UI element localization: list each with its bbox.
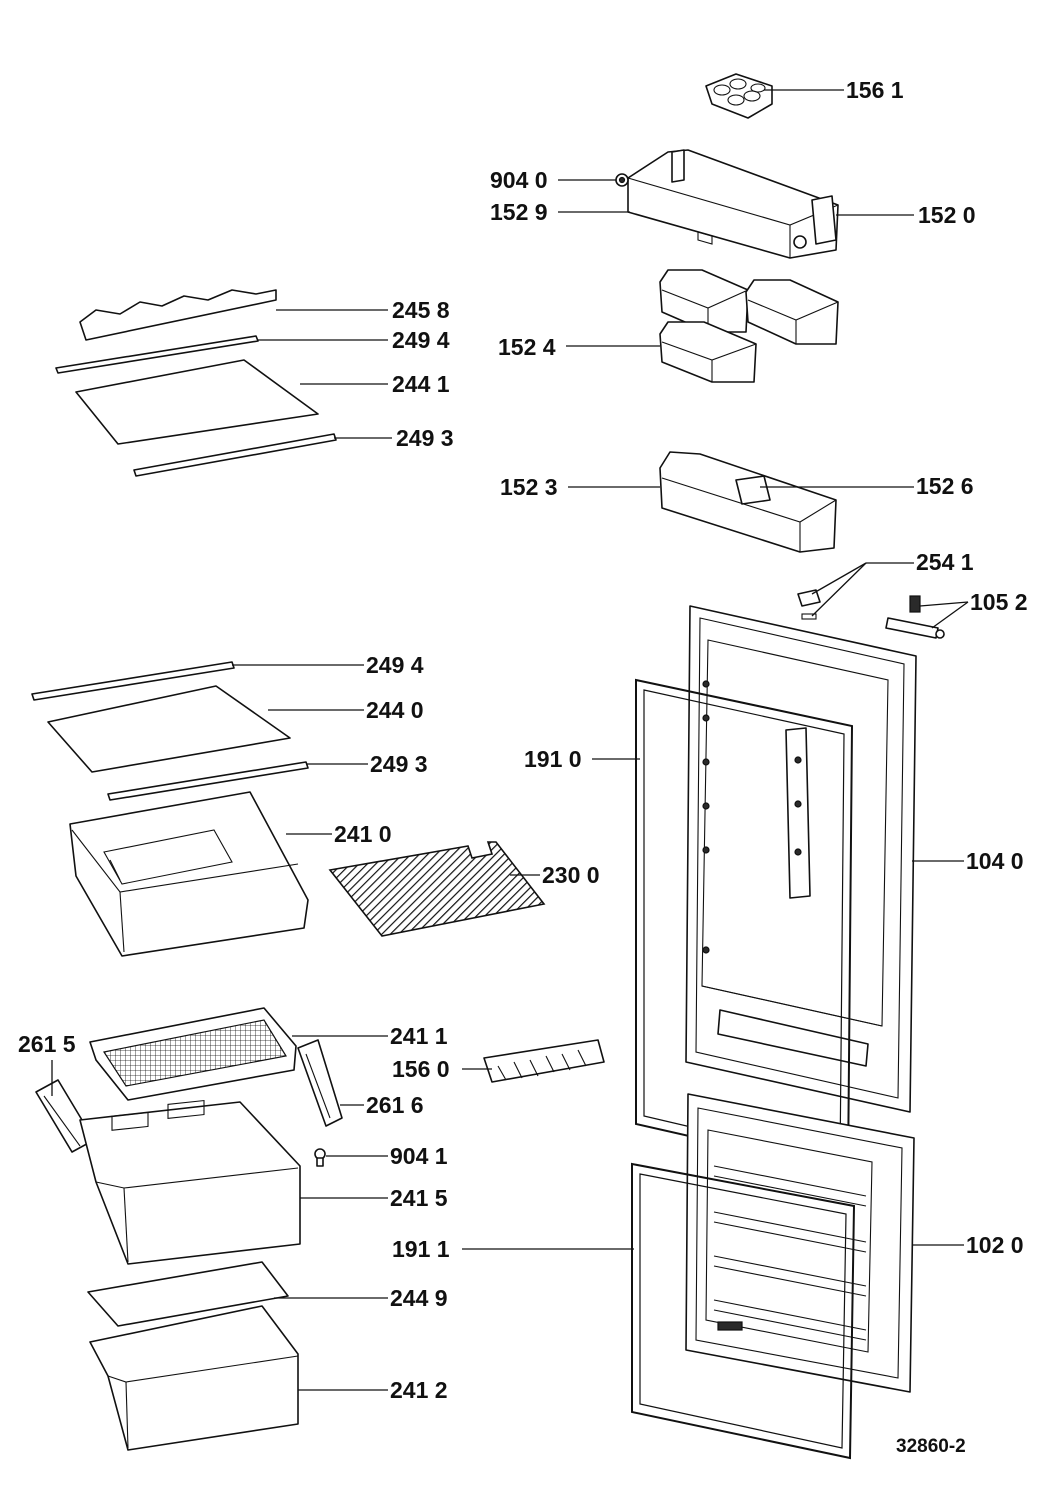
balcony-hinge-pin [615,173,807,249]
callout-261-5: 261 5 [18,1031,76,1057]
callout-104-0: 104 0 [966,848,1024,874]
callout-230-0: 230 0 [542,862,600,888]
freezer-drawer-upper [79,1099,301,1265]
callout-249-4-upper: 249 4 [392,327,450,353]
upper-balcony [627,149,839,259]
callout-191-1: 191 1 [392,1236,450,1262]
shelf-rear-frame [79,289,277,341]
callout-244-1: 244 1 [392,371,450,397]
callout-156-0: 156 0 [392,1056,450,1082]
shelf-back-trim [55,335,259,374]
freezer-drawer-lower [89,1305,299,1451]
callout-244-0: 244 0 [366,697,424,723]
freezer-door [685,1093,915,1393]
door-stop-part [797,589,821,620]
freezer-door-gasket [631,1162,856,1460]
hinge-cover-part [885,595,945,639]
callout-254-1: 254 1 [916,549,974,575]
leader-lines [51,89,969,1391]
shelf-front-trim-mid [107,761,309,801]
callout-156-1: 156 1 [846,77,904,103]
shelf-back-trim-mid [31,661,235,701]
callout-152-6: 152 6 [916,473,974,499]
small-balcony-right [745,279,839,345]
bottle-balcony [659,451,837,553]
callout-152-3: 152 3 [500,474,558,500]
freezer-tray-small [483,1039,605,1083]
callout-241-5: 241 5 [390,1185,448,1211]
freezer-top-tray [89,1007,297,1101]
callout-241-1: 241 1 [390,1023,448,1049]
callout-249-4-middle: 249 4 [366,652,424,678]
fridge-door [685,605,917,1113]
callout-241-2: 241 2 [390,1377,448,1403]
callout-102-0: 102 0 [966,1232,1024,1258]
callout-152-9: 152 9 [490,199,548,225]
crisper-drawer [69,791,309,957]
callout-241-0: 241 0 [334,821,392,847]
callout-244-9: 244 9 [390,1285,448,1311]
callout-904-1: 904 1 [390,1143,448,1169]
callout-105-2: 105 2 [970,589,1028,615]
callout-152-0: 152 0 [918,202,976,228]
callout-152-4: 152 4 [498,334,556,360]
shelf-front-trim-upper [133,433,337,477]
glass-shelf-upper [75,359,319,445]
crisper-vented-cover [328,841,546,937]
callout-904-0: 904 0 [490,167,548,193]
callout-245-8: 245 8 [392,297,450,323]
drawer-stop-knob [314,1148,326,1167]
callout-191-0: 191 0 [524,746,582,772]
drawing-reference-code: 32860-2 [896,1436,966,1457]
freezer-glass-plate [87,1261,289,1327]
small-balcony-front [659,321,757,383]
glass-shelf-middle [47,685,291,773]
drawer-slide-right [297,1039,343,1127]
callout-249-3-middle: 249 3 [370,751,428,777]
egg-tray [705,73,773,119]
callout-labels: 156 1 904 0 152 9 152 0 152 4 152 3 152 … [18,77,1028,1457]
callout-261-6: 261 6 [366,1092,424,1118]
callout-249-3-upper: 249 3 [396,425,454,451]
